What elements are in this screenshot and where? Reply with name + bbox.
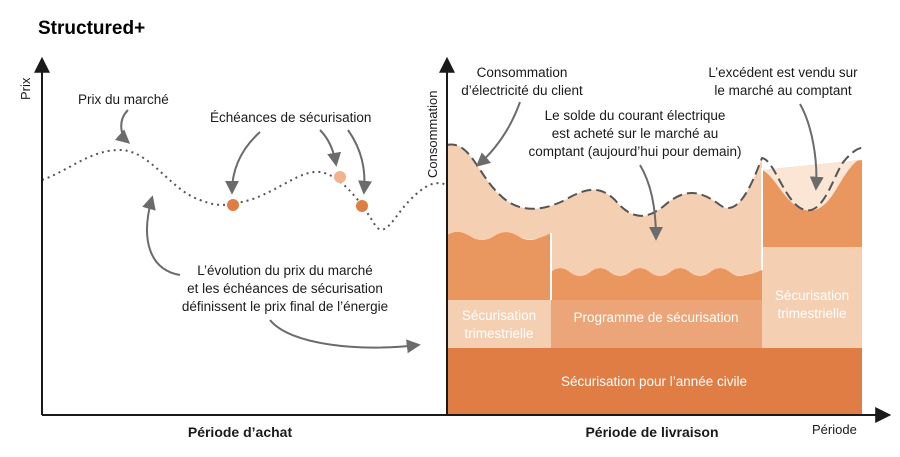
hedging-arrow-3	[347, 129, 372, 195]
consumption-arrow	[475, 101, 521, 167]
hedging-point-1	[227, 199, 239, 211]
hedged-band-left	[447, 231, 551, 300]
delivery-period-label: Période de livraison	[585, 424, 718, 440]
consumption-label-line1: Consommation	[477, 65, 568, 80]
market-price-arrow	[114, 109, 131, 144]
calendar-year-block	[447, 348, 862, 415]
hedging-point-2	[334, 171, 346, 183]
quarterly-left-label-line2: trimestrielle	[464, 326, 533, 341]
calendar-year-label: Sécurisation pour l’année civile	[561, 374, 747, 389]
diagram-title: Structured+	[38, 18, 145, 39]
evolution-label-line3: définissent le prix final de l’énergie	[182, 299, 388, 314]
excess-arrow	[799, 103, 824, 191]
left-y-axis-label: Prix	[18, 77, 33, 100]
hedging-dates-label: Échéances de sécurisation	[210, 110, 371, 125]
evolution-arrow-right	[269, 319, 421, 354]
evolution-arrow-up	[142, 195, 181, 276]
hedging-point-3	[356, 200, 368, 212]
balance-arrow	[639, 164, 663, 241]
right-y-axis-label: Consommation	[425, 91, 440, 178]
quarterly-left-block	[447, 300, 551, 348]
consumption-label-line2: d’électricité du client	[461, 83, 583, 98]
market-price-label: Prix du marché	[78, 92, 169, 107]
balance-label-line1: Le solde du courant électrique	[545, 108, 726, 123]
quarterly-right-block	[762, 247, 862, 348]
balance-label-line3: comptant (aujourd’hui pour demain)	[528, 144, 741, 159]
hedging-arrow-1	[225, 131, 261, 195]
consumption-curve	[446, 143, 863, 217]
hedging-arrow-2	[319, 129, 342, 167]
program-block	[551, 300, 762, 348]
quarterly-right-label-line2: trimestrielle	[777, 306, 846, 321]
balance-label-line2: est acheté sur le marché au	[552, 126, 719, 141]
hedged-band-center	[551, 268, 762, 300]
x-axis-label: Période	[812, 422, 857, 437]
evolution-label-line2: et les échéances de sécurisation	[187, 281, 383, 296]
purchase-period-label: Période d’achat	[188, 424, 293, 440]
quarterly-left-label-line1: Sécurisation	[462, 308, 536, 323]
program-label: Programme de sécurisation	[573, 310, 738, 325]
quarterly-right-label-line1: Sécurisation	[775, 288, 849, 303]
market-price-curve	[41, 148, 448, 231]
spot-purchase-area	[447, 144, 762, 276]
excess-label-line1: L’excédent est vendu sur	[708, 65, 858, 80]
excess-label-line2: le marché au comptant	[714, 83, 852, 98]
evolution-label-line1: L’évolution du prix du marché	[197, 263, 373, 278]
